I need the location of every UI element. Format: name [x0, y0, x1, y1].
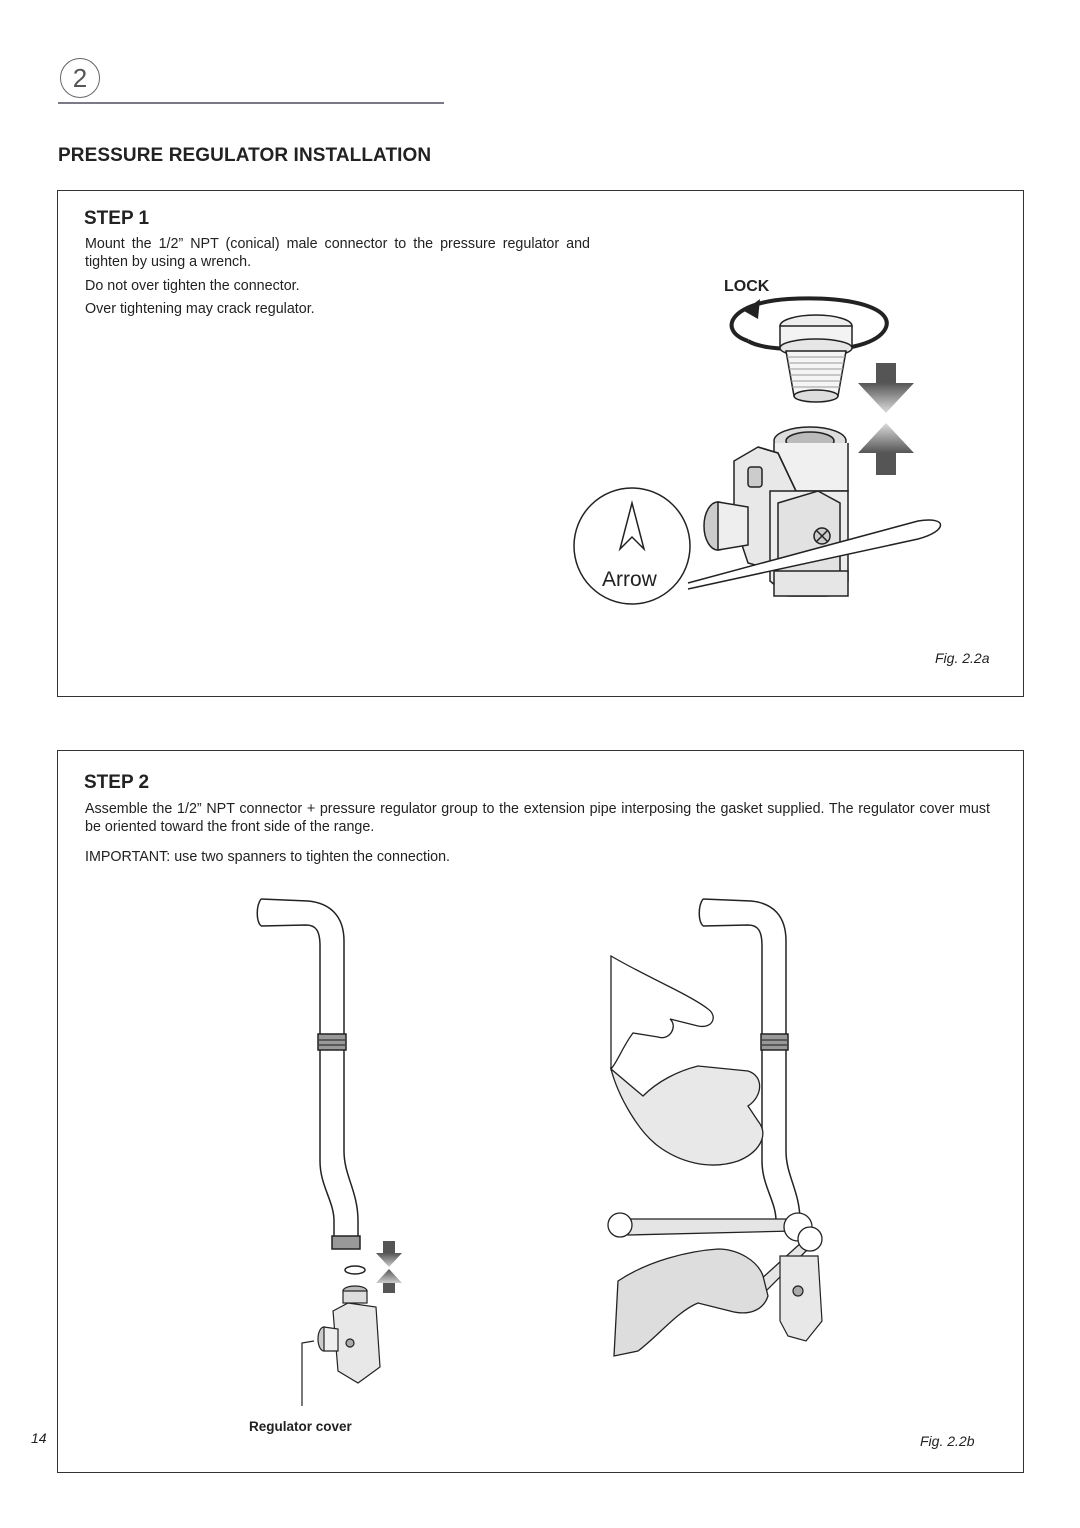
step2-instruction: Assemble the 1/2” NPT connector + pressu…: [85, 801, 990, 835]
chapter-divider: [58, 102, 444, 104]
male-connector-icon: [779, 314, 853, 403]
step2-important-note: IMPORTANT: use two spanners to tighten t…: [85, 849, 451, 865]
regulator-left-icon: [317, 1285, 381, 1384]
regulator-connector-illustration: [573, 296, 941, 605]
step1-title: STEP 1: [84, 208, 150, 229]
regulator-right-icon: [779, 1255, 823, 1342]
pipe-assembly-illustration: [256, 898, 823, 1406]
step1-warning-detail: Over tightening may crack regulator.: [85, 301, 315, 317]
page-title: PRESSURE REGULATOR INSTALLATION: [58, 145, 432, 166]
down-arrow-icon: [858, 363, 914, 413]
step1-panel: STEP 1 Mount the 1/2” NPT (conical) male…: [57, 190, 1024, 697]
regulator-cover-leader-line: [301, 1340, 315, 1406]
wrench-upper-icon: [607, 1212, 813, 1242]
figure-caption-2-2b: Fig. 2.2b: [920, 1433, 975, 1449]
figure-caption-2-2a: Fig. 2.2a: [935, 650, 990, 666]
up-arrow-icon: [858, 423, 914, 475]
extension-pipe-left-icon: [256, 898, 361, 1250]
pressure-regulator-icon: [703, 426, 849, 597]
hands-icon: [609, 954, 769, 1357]
arrow-callout-icon: [573, 487, 941, 605]
page-number: 14: [31, 1430, 47, 1446]
step2-panel: STEP 2 Assemble the 1/2” NPT connector +…: [57, 750, 1024, 1473]
extension-pipe-right-icon: [698, 898, 801, 1229]
left-pipe-up-arrow-icon: [376, 1269, 402, 1293]
chapter-number-badge: 2: [60, 58, 100, 98]
gasket-icon: [344, 1265, 366, 1275]
left-pipe-down-arrow-icon: [376, 1241, 402, 1267]
step1-instruction: Mount the 1/2” NPT (conical) male connec…: [85, 236, 590, 270]
step1-warning: Do not over tighten the connector.: [85, 278, 300, 294]
regulator-cover-label: Regulator cover: [249, 1419, 352, 1434]
step2-title: STEP 2: [84, 772, 150, 793]
lock-label: LOCK: [724, 278, 770, 295]
arrow-label: Arrow: [602, 568, 657, 591]
